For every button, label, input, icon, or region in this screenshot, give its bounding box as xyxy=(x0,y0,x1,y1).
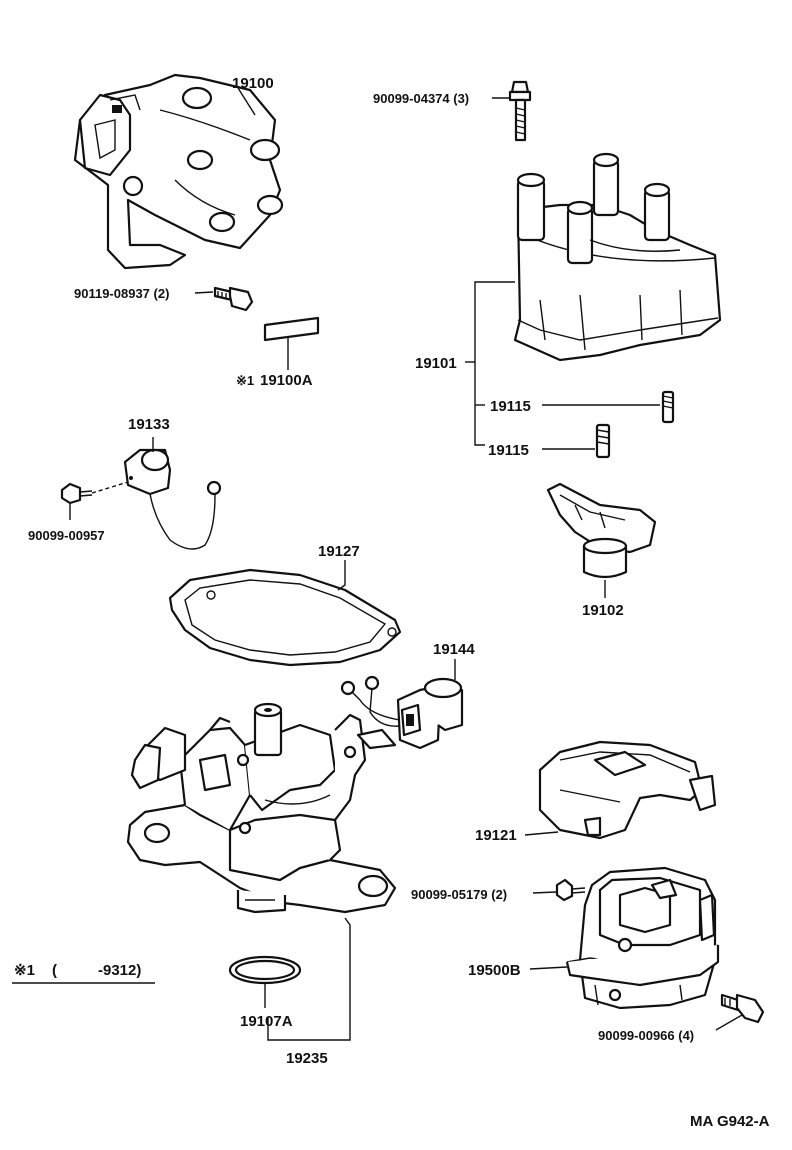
distributor-assembly-drawing xyxy=(73,73,284,270)
label-19127: 19127 xyxy=(318,543,360,560)
footnote: ※1 ( -9312) xyxy=(12,962,155,984)
footnote-range: -9312) xyxy=(98,962,141,979)
bolt-90099-04374-drawing xyxy=(508,80,532,142)
label-19100a: 19100A xyxy=(260,372,313,389)
distributor-cap-drawing xyxy=(513,152,722,362)
label-19500b: 19500B xyxy=(468,962,521,979)
screw-90099-05179-drawing xyxy=(555,878,586,902)
label-19101: 19101 xyxy=(415,355,457,372)
spring-19115-drawing xyxy=(661,390,675,424)
label-plate-drawing xyxy=(263,316,320,342)
label-90099-00957: 90099-00957 xyxy=(28,528,105,543)
note-mark-19100a: ※1 xyxy=(236,373,254,388)
condenser-drawing xyxy=(123,448,222,550)
label-90099-05179: 90099-05179 (2) xyxy=(411,887,507,902)
label-19235: 19235 xyxy=(286,1050,328,1067)
figure-code: MA G942-A xyxy=(690,1113,770,1130)
footnote-paren-open: ( xyxy=(52,962,57,979)
label-90119-08937: 90119-08937 (2) xyxy=(74,286,169,301)
label-19144: 19144 xyxy=(433,641,475,658)
screw-90099-00966-drawing xyxy=(720,993,765,1024)
label-19100: 19100 xyxy=(232,75,274,92)
bolt-90119-08937-drawing xyxy=(213,286,254,312)
label-19102: 19102 xyxy=(582,602,624,619)
label-19121: 19121 xyxy=(475,827,517,844)
rotor-drawing xyxy=(546,482,657,579)
label-90099-04374: 90099-04374 (3) xyxy=(373,91,469,106)
label-19115-b: 19115 xyxy=(488,442,529,459)
label-19115-a: 19115 xyxy=(490,398,531,415)
label-90099-00966: 90099-00966 (4) xyxy=(598,1028,694,1043)
label-19107a: 19107A xyxy=(240,1013,293,1030)
o-ring-drawing xyxy=(228,955,302,985)
carbon-19115-drawing xyxy=(595,423,611,459)
label-19133: 19133 xyxy=(128,416,170,433)
igniter-drawing xyxy=(340,675,464,750)
pickup-assembly-drawing xyxy=(565,866,720,1010)
footnote-mark: ※1 xyxy=(14,962,35,979)
dust-cover-drawing xyxy=(538,740,717,840)
gasket-drawing xyxy=(168,568,402,667)
housing-drawing xyxy=(126,702,397,914)
screw-90099-00957-drawing xyxy=(60,482,93,505)
